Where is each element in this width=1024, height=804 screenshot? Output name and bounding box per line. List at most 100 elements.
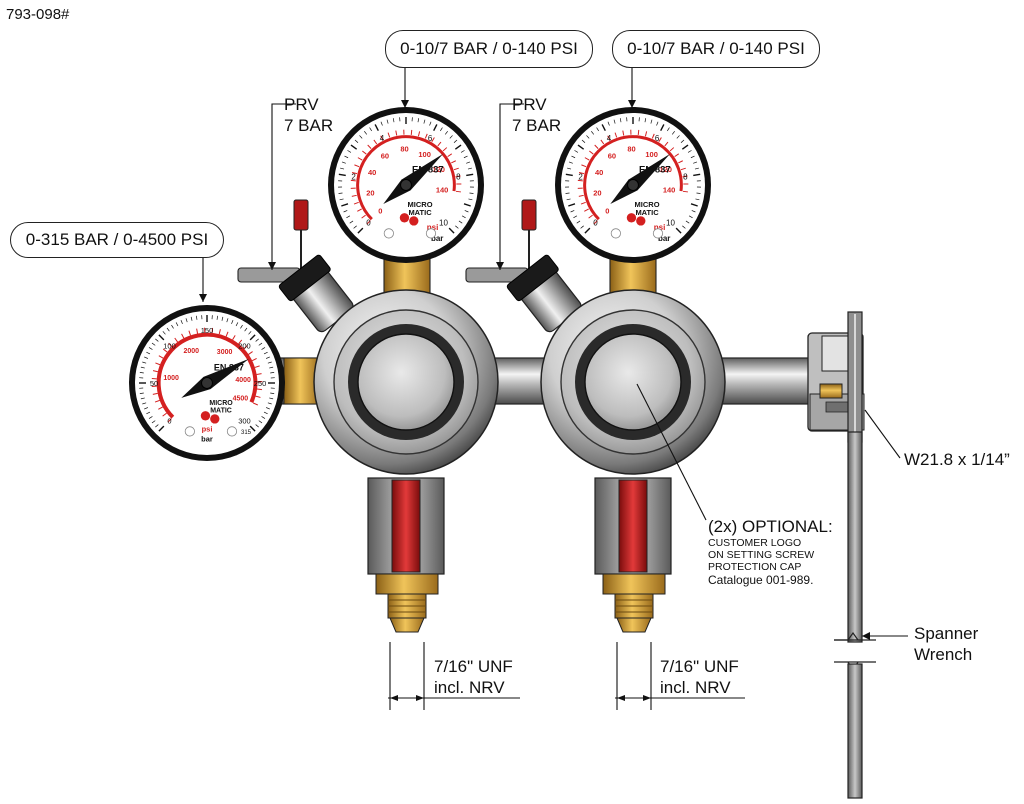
- outlet-label-1-line1: 7/16" UNF: [434, 657, 513, 676]
- gauge-brand-line2: MATIC: [408, 208, 432, 217]
- gauge-bar-tick-label: 8: [683, 173, 688, 182]
- prv-label-2-line2: 7 BAR: [512, 116, 562, 135]
- low-gauge-range-callout-2: 0-10/7 BAR / 0-140 PSI: [612, 30, 820, 68]
- brand-logo-icon: [399, 213, 410, 223]
- prv-label-2: PRV 7 BAR: [512, 94, 561, 136]
- gauge-bar-tick-label: 6: [655, 134, 660, 143]
- gauge-bar-tick-label: 0: [167, 416, 171, 425]
- optional-note: (2x) OPTIONAL: CUSTOMER LOGO ON SETTING …: [708, 516, 833, 587]
- gauge-hub: [400, 179, 412, 191]
- gauge-bar-tick-label: 0: [366, 218, 371, 227]
- gauge-psi-tick-label: 0: [605, 207, 609, 216]
- gauge-brand-line1: MICRO: [635, 200, 660, 209]
- spanner-label-line1: Spanner: [914, 624, 979, 643]
- brand-logo-icon: [200, 411, 211, 421]
- gauge-psi-tick-label: 60: [608, 151, 616, 160]
- gauge-bar-tick-label: 50: [150, 379, 158, 388]
- gauge-bar-tick-label: 2: [578, 173, 583, 182]
- gauge-psi-tick-label: 2000: [183, 348, 199, 355]
- gauge-unit-bar: bar: [431, 234, 443, 243]
- low-gauge-range-callout-1: 0-10/7 BAR / 0-140 PSI: [385, 30, 593, 68]
- optional-title: (2x) OPTIONAL:: [708, 517, 833, 536]
- brand-logo-icon: [626, 213, 637, 223]
- gauge-red-scale: [583, 135, 683, 221]
- thread-label: W21.8 x 1/14”: [904, 450, 1010, 469]
- gauge-needle: [383, 153, 444, 205]
- gauge-psi-tick-label: 4000: [235, 377, 251, 384]
- gauge-psi-tick-label: 0: [378, 207, 382, 216]
- inlet-connector: [807, 311, 865, 443]
- gauge-red-scale: [156, 332, 258, 419]
- gauge-unit-psi: psi: [427, 223, 439, 232]
- gauge-needle: [181, 358, 249, 398]
- gauge-hub: [627, 179, 639, 191]
- gauge-bar-tick-label: 100: [163, 342, 176, 351]
- gauge-psi-tick-label: 100: [645, 150, 658, 159]
- outlet-label-2-line1: 7/16" UNF: [660, 657, 739, 676]
- gauge-psi-tick-label: 80: [400, 145, 408, 154]
- gauge-bar-tick-label: 200: [238, 342, 251, 351]
- gauge-bar-tick-label: 6: [428, 134, 433, 143]
- drawing-reference: 793-098#: [6, 6, 70, 23]
- low-pressure-gauge-1: 0246810020406080100120140EN 837MICROMATI…: [328, 107, 484, 263]
- gauge-bar-tick-label: 150: [201, 326, 214, 335]
- optional-line-3: PROTECTION CAP: [708, 561, 802, 573]
- prv-label-1-line2: 7 BAR: [284, 116, 334, 135]
- gauge-psi-tick-label: 20: [366, 188, 374, 197]
- gauge-unit-psi: psi: [654, 223, 666, 232]
- high-gauge-range-callout: 0-315 BAR / 0-4500 PSI: [10, 222, 224, 258]
- gauge-bar-tick-label: 10: [666, 218, 675, 227]
- spanner-wrench: [834, 431, 876, 799]
- optional-line-2: ON SETTING SCREW: [708, 549, 815, 561]
- gauge-unit-bar: bar: [201, 435, 213, 444]
- gauge-psi-tick-label: 120: [432, 165, 445, 174]
- gauge-brand-line2: MATIC: [210, 407, 232, 414]
- regulator-body-1: [237, 199, 499, 633]
- low-pressure-gauge-2: 0246810020406080100120140EN 837MICROMATI…: [555, 107, 711, 263]
- gauge-needle: [610, 153, 671, 205]
- low-gauge-range-label-1: 0-10/7 BAR / 0-140 PSI: [400, 39, 578, 58]
- gauge-psi-tick-label: 40: [368, 168, 376, 177]
- spanner-label: Spanner Wrench: [914, 623, 978, 665]
- low-gauge-range-label-2: 0-10/7 BAR / 0-140 PSI: [627, 39, 805, 58]
- prv-label-2-line1: PRV: [512, 95, 547, 114]
- spanner-label-line2: Wrench: [914, 645, 973, 664]
- gauge-unit-bar: bar: [658, 234, 670, 243]
- gauge-bar-tick-label: 2: [351, 173, 356, 182]
- gauge-psi-tick-label: 60: [381, 151, 389, 160]
- gauge-psi-tick-label: 40: [595, 168, 603, 177]
- prv-label-1: PRV 7 BAR: [284, 94, 333, 136]
- gauge-bar-tick-label: 4: [607, 134, 612, 143]
- gauge-psi-tick-label: 4500: [233, 395, 249, 402]
- gauge-red-scale: [356, 135, 456, 221]
- optional-line-1: CUSTOMER LOGO: [708, 537, 802, 549]
- prv-label-1-line1: PRV: [284, 95, 319, 114]
- gauge-psi-tick-label: 20: [593, 188, 601, 197]
- gauge-psi-tick-label: 140: [663, 186, 676, 195]
- gauge-unit-psi: psi: [202, 424, 213, 433]
- gauge-bar-tick-label: 0: [593, 218, 598, 227]
- gauge-psi-tick-label: 140: [436, 186, 449, 195]
- outlet-label-2-line2: incl. NRV: [660, 678, 731, 697]
- gauge-extra-tick-label: 315: [241, 430, 252, 436]
- high-gauge-range-label: 0-315 BAR / 0-4500 PSI: [25, 230, 209, 249]
- gauge-psi-tick-label: 3000: [217, 349, 233, 356]
- catalogue-label: Catalogue 001-989.: [708, 573, 814, 587]
- gauge-bar-tick-label: 10: [439, 218, 448, 227]
- gauge-bar-tick-label: 300: [238, 416, 251, 425]
- gauge-bar-tick-label: 250: [254, 379, 267, 388]
- gauge-psi-tick-label: 120: [659, 165, 672, 174]
- gauge-brand-line1: MICRO: [408, 200, 433, 209]
- outlet-label-2: 7/16" UNF incl. NRV: [660, 656, 739, 698]
- gauge-brand-line1: MICRO: [209, 400, 233, 407]
- gauge-psi-tick-label: 100: [418, 150, 431, 159]
- gauge-bar-tick-label: 8: [456, 173, 461, 182]
- outlet-label-1-line2: incl. NRV: [434, 678, 505, 697]
- gauge-hub: [201, 377, 213, 389]
- outlet-label-1: 7/16" UNF incl. NRV: [434, 656, 513, 698]
- high-pressure-gauge: 0 50 100 150 200 250 300 1000 2000 3000 4000 4500 31…: [129, 305, 285, 461]
- gauge-psi-tick-label: 1000: [163, 375, 179, 382]
- gauge-brand-line2: MATIC: [635, 208, 659, 217]
